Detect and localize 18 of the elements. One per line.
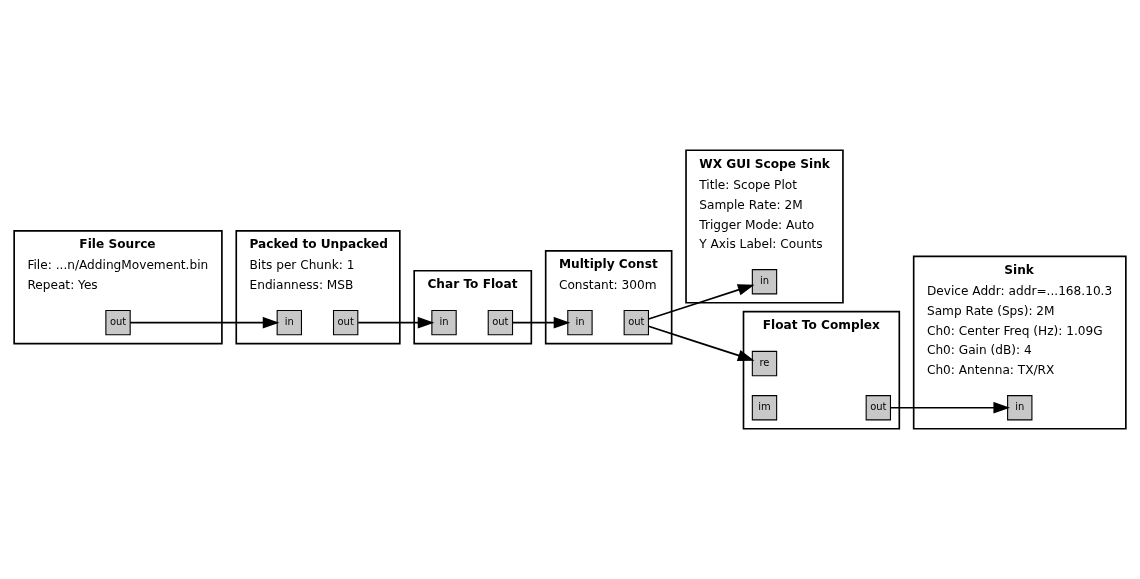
arrow [647,284,755,320]
node-box: in [1007,395,1033,421]
arrow [889,401,1010,414]
arrow [357,316,435,329]
node-box: out [332,309,359,336]
node-box: out [865,395,892,421]
node-box: out [623,309,649,336]
node-box: out [105,309,131,336]
node-box: re [751,350,778,377]
node-box: in [431,309,457,336]
node-box: out [487,309,514,336]
node-box: in [567,309,593,336]
arrow [129,316,280,329]
node-box: in [751,269,778,295]
node-box: in [276,309,303,336]
arrow [647,325,755,362]
node-box: im [751,395,778,421]
arrow [511,316,571,329]
